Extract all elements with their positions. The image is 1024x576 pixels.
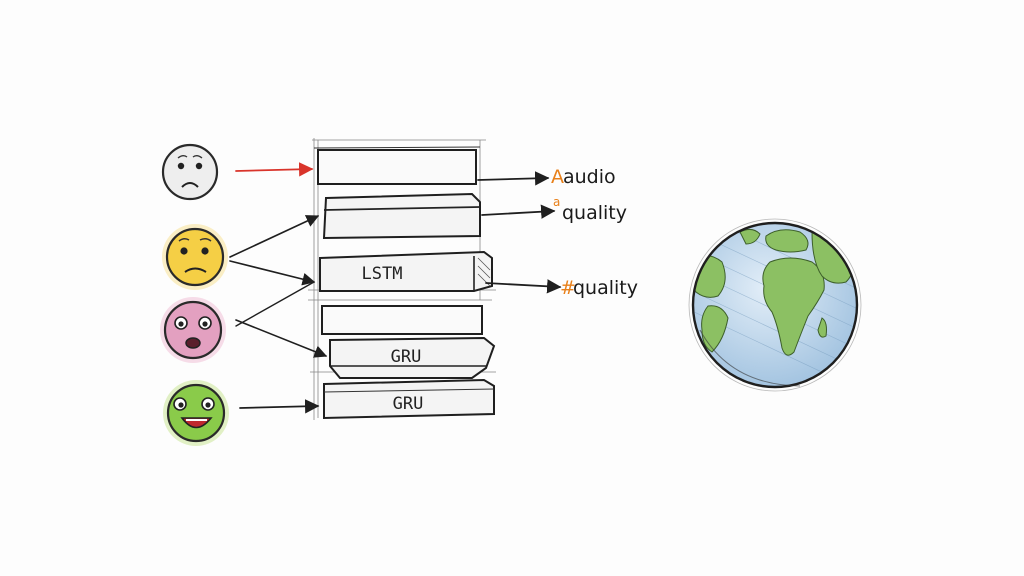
layer-3-label: LSTM (362, 264, 403, 284)
layer-6: GRU (323, 378, 495, 420)
surprised-face (160, 297, 226, 363)
arrow-surprised-to-layer-3 (235, 281, 315, 327)
output-label-audio: A audio (551, 166, 616, 188)
quality-1-mark: a (553, 195, 560, 209)
arrow-layer-1-to-audio (477, 171, 550, 186)
arrow-surprised-to-layer-5 (235, 319, 328, 358)
arrow-worried-to-layer-2 (229, 215, 320, 258)
layer-5: GRU (329, 336, 496, 379)
globe-icon (688, 218, 862, 392)
audio-mark: A (551, 166, 564, 188)
quality-2-label: quality (573, 277, 638, 299)
layer-3: LSTM (319, 250, 493, 292)
layer-2 (322, 192, 481, 240)
output-arrows (477, 171, 562, 294)
worried-face (162, 224, 228, 290)
layer-5-label: GRU (391, 347, 422, 367)
layer-1 (313, 146, 481, 185)
input-arrows (229, 162, 328, 414)
sad-face (161, 143, 219, 201)
layer-4 (321, 305, 483, 335)
red-arrow (235, 162, 314, 177)
arrow-worried-to-layer-3 (229, 260, 316, 286)
audio-label: audio (563, 166, 616, 188)
quality-2-mark: # (560, 277, 576, 299)
arrow-layer-2-to-quality (481, 204, 556, 219)
arrow-happy-to-layer-6 (239, 399, 320, 414)
quality-1-label: quality (562, 202, 627, 224)
layer-6-label: GRU (393, 394, 424, 414)
output-label-quality-2: # quality (560, 277, 638, 299)
output-label-quality-1: a quality (553, 195, 627, 224)
arrow-layer-3-to-quality (485, 279, 562, 294)
happy-face (163, 380, 229, 446)
